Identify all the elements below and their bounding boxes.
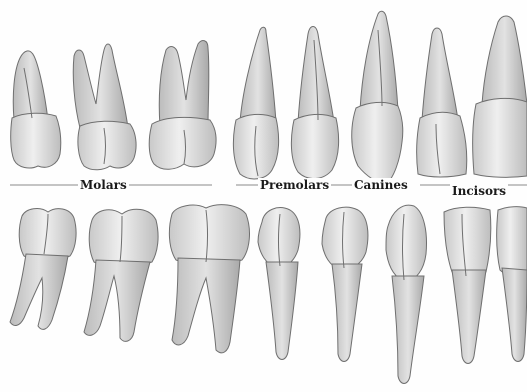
lower-molar-3 xyxy=(169,205,249,353)
lower-incisor-2 xyxy=(497,207,527,362)
lower-canine xyxy=(386,205,427,383)
upper-canine xyxy=(352,11,403,184)
upper-molar-3 xyxy=(149,41,216,170)
upper-molar-1 xyxy=(11,51,61,168)
upper-incisor-2 xyxy=(473,16,527,177)
lower-incisor-1 xyxy=(444,207,491,363)
upper-molar-2 xyxy=(73,44,136,170)
lower-molar-1 xyxy=(10,209,76,330)
canines-label: Canines xyxy=(352,178,410,192)
molars-label: Molars xyxy=(78,178,129,192)
incisors-label: Incisors xyxy=(450,184,508,198)
lower-premolar-2 xyxy=(322,207,368,361)
upper-premolar-1 xyxy=(233,27,278,179)
lower-molar-2 xyxy=(84,209,158,341)
premolars-label: Premolars xyxy=(258,178,331,192)
upper-premolar-2 xyxy=(291,27,338,179)
lower-premolar-1 xyxy=(258,208,300,360)
upper-incisor-1 xyxy=(417,28,467,177)
